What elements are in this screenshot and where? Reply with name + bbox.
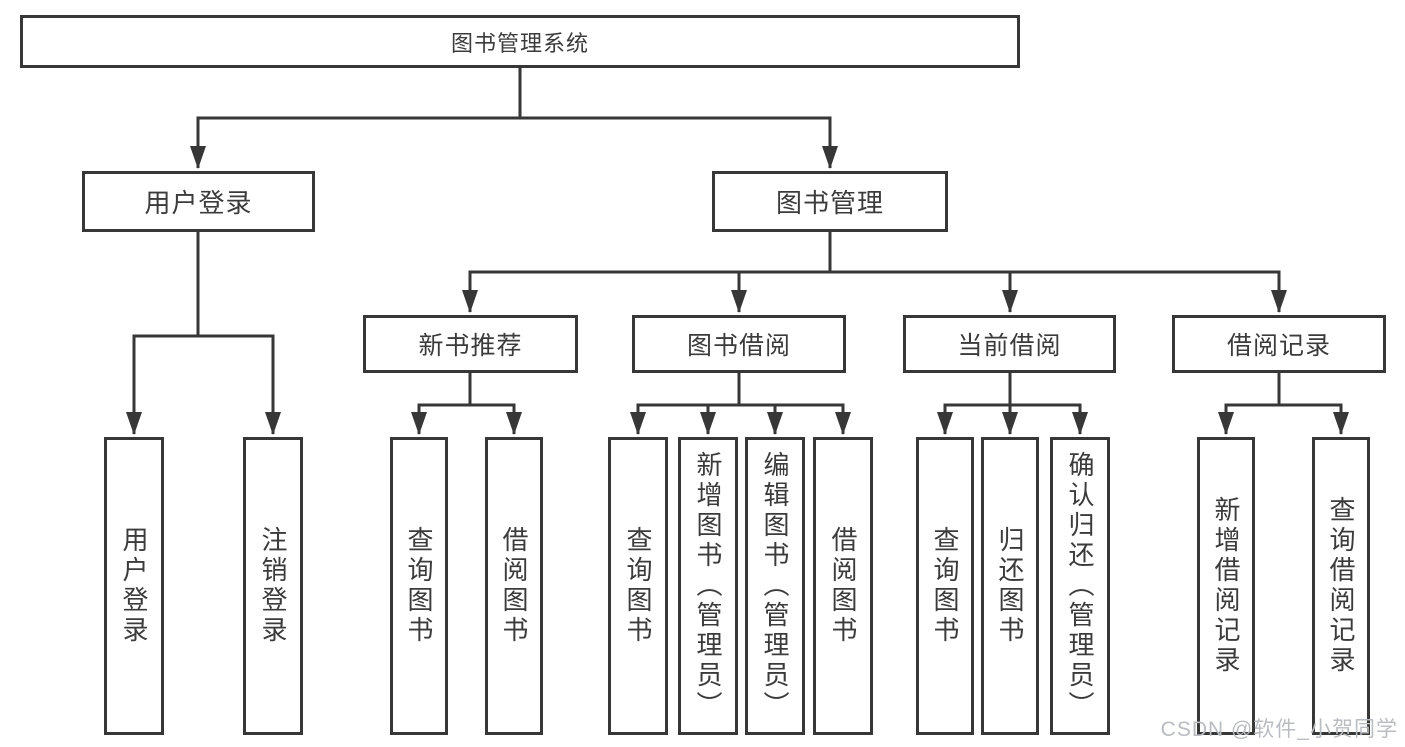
node-current-borrowing: 当前借阅 — [903, 315, 1116, 373]
node-leaf-add-borrow-record-label: 新增借阅记录 — [1211, 496, 1241, 676]
node-book-borrowing-label: 图书借阅 — [686, 332, 791, 360]
node-borrowing-records-label: 借阅记录 — [1226, 332, 1331, 360]
connector-user-login — [126, 232, 281, 435]
node-leaf-query-books-recommend: 查询图书 — [390, 437, 448, 735]
node-leaf-user-login: 用户登录 — [104, 437, 164, 735]
connector-borrowing-records — [1218, 373, 1349, 435]
node-leaf-edit-books-admin-label: 编辑图书（管理员） — [760, 451, 790, 721]
node-leaf-confirm-return-admin-label: 确认归还（管理员） — [1065, 451, 1095, 721]
node-new-book-recommend-label: 新书推荐 — [418, 332, 523, 360]
node-leaf-query-books-current-label: 查询图书 — [930, 526, 960, 646]
node-root: 图书管理系统 — [20, 15, 1020, 68]
node-leaf-query-books-borrowing-label: 查询图书 — [623, 526, 653, 646]
connector-book-management — [462, 232, 1287, 313]
node-leaf-query-books-recommend-label: 查询图书 — [404, 526, 434, 646]
node-root-label: 图书管理系统 — [450, 30, 589, 56]
node-leaf-borrow-books-recommend-label: 借阅图书 — [499, 526, 529, 646]
node-leaf-logout-label: 注销登录 — [258, 526, 288, 646]
node-leaf-return-books-label: 归还图书 — [995, 526, 1025, 646]
watermark: CSDN @软件_小贺同学 — [1160, 718, 1398, 741]
node-borrowing-records: 借阅记录 — [1172, 315, 1386, 373]
node-leaf-edit-books-admin: 编辑图书（管理员） — [745, 437, 805, 735]
node-leaf-query-books-current: 查询图书 — [916, 437, 974, 735]
node-leaf-add-borrow-record: 新增借阅记录 — [1197, 437, 1255, 735]
node-leaf-add-books-admin: 新增图书（管理员） — [678, 437, 738, 735]
node-leaf-add-books-admin-label: 新增图书（管理员） — [693, 451, 723, 721]
node-leaf-query-books-borrowing: 查询图书 — [608, 437, 668, 735]
node-book-management: 图书管理 — [712, 171, 948, 232]
node-current-borrowing-label: 当前借阅 — [957, 332, 1062, 360]
node-new-book-recommend: 新书推荐 — [363, 315, 578, 373]
node-leaf-return-books: 归还图书 — [981, 437, 1039, 735]
node-user-login-label: 用户登录 — [144, 188, 253, 218]
node-book-management-label: 图书管理 — [775, 188, 884, 218]
node-leaf-logout: 注销登录 — [243, 437, 303, 735]
connector-book-borrowing — [630, 373, 851, 435]
node-book-borrowing: 图书借阅 — [632, 315, 846, 373]
node-leaf-borrow-books-recommend: 借阅图书 — [485, 437, 543, 735]
connector-current-borrowing — [937, 373, 1088, 435]
node-user-login: 用户登录 — [82, 171, 315, 232]
node-leaf-confirm-return-admin: 确认归还（管理员） — [1050, 437, 1110, 735]
node-leaf-borrow-books-label: 借阅图书 — [828, 526, 858, 646]
node-leaf-borrow-books: 借阅图书 — [813, 437, 873, 735]
node-leaf-query-borrow-record-label: 查询借阅记录 — [1326, 496, 1356, 676]
connector-root — [190, 68, 838, 169]
node-leaf-query-borrow-record: 查询借阅记录 — [1312, 437, 1370, 735]
connector-new-book-recommend — [411, 373, 522, 435]
node-leaf-user-login-label: 用户登录 — [119, 526, 149, 646]
